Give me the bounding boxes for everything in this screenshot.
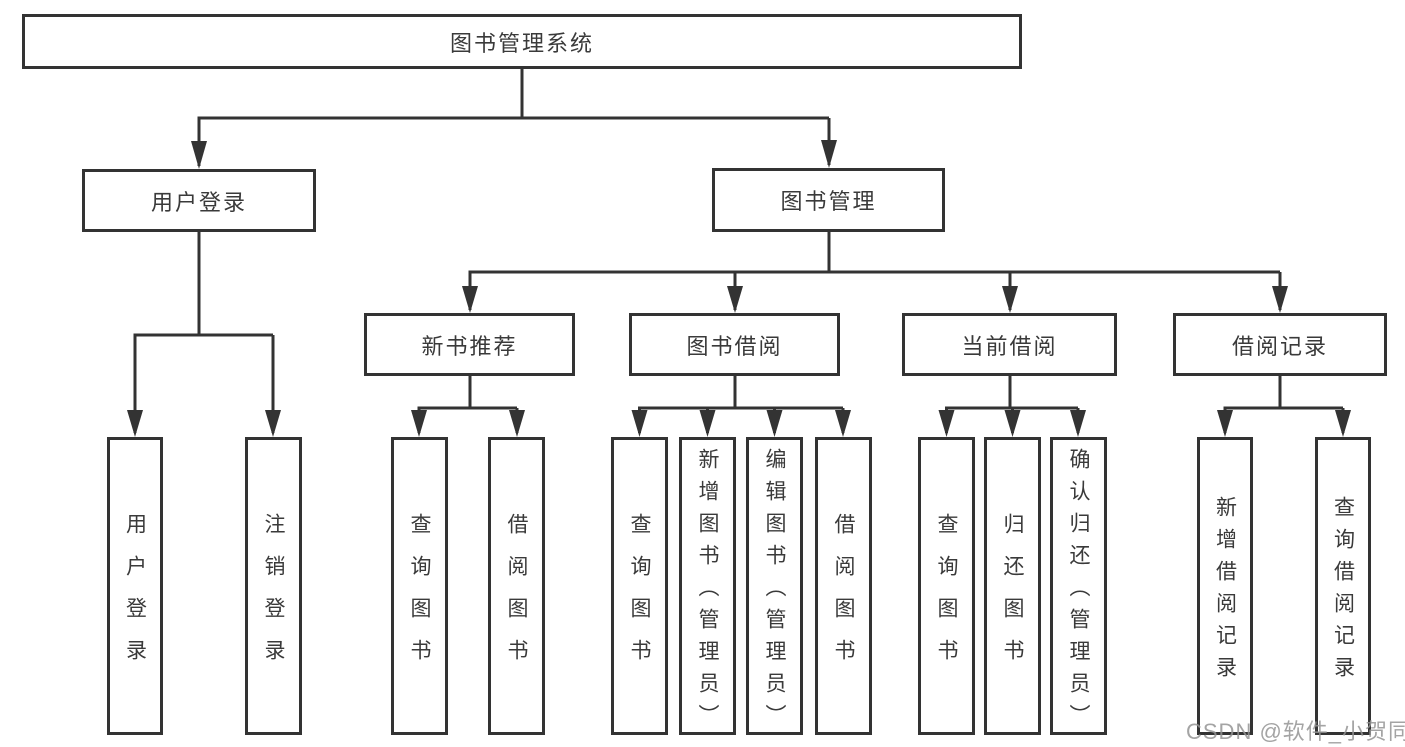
arrowhead bbox=[1004, 410, 1021, 437]
leaf-query-books-recommend: 查询图书 bbox=[391, 437, 448, 735]
leaf-add-borrow-record: 新增借阅记录 bbox=[1197, 437, 1253, 735]
arrowhead bbox=[938, 410, 955, 437]
node-borrow-records: 借阅记录 bbox=[1173, 313, 1387, 376]
leaf-label: 新增图书（管理员） bbox=[696, 447, 719, 736]
arrowhead bbox=[1272, 286, 1288, 313]
connector-borrow-records bbox=[1223, 375, 1345, 433]
arrowhead bbox=[191, 141, 207, 169]
leaf-borrow-books: 借阅图书 bbox=[815, 437, 872, 735]
arrowhead bbox=[1335, 410, 1351, 437]
node-user-login: 用户登录 bbox=[82, 169, 316, 232]
leaf-confirm-return-admin: 确认归还（管理员） bbox=[1050, 437, 1107, 736]
leaf-user-login: 用户登录 bbox=[107, 437, 163, 735]
watermark: CSDN @软件_小贺同学 bbox=[1186, 719, 1405, 744]
arrowhead bbox=[1217, 410, 1233, 437]
leaf-label: 用户登录 bbox=[123, 512, 147, 681]
leaf-label: 确认归还（管理员） bbox=[1067, 447, 1090, 736]
leaf-label: 借阅图书 bbox=[505, 512, 528, 681]
leaf-label: 编辑图书（管理员） bbox=[763, 447, 786, 736]
leaf-logout: 注销登录 bbox=[245, 437, 302, 735]
connector-user-login bbox=[133, 231, 275, 433]
leaf-return-book: 归还图书 bbox=[984, 437, 1041, 735]
leaf-query-borrow-record: 查询借阅记录 bbox=[1315, 437, 1371, 735]
leaf-add-book-admin: 新增图书（管理员） bbox=[679, 437, 736, 736]
node-book-management: 图书管理 bbox=[712, 168, 945, 232]
arrowhead bbox=[727, 286, 743, 313]
leaf-query-books-borrow: 查询图书 bbox=[611, 437, 668, 735]
arrowhead bbox=[509, 410, 525, 437]
arrowhead bbox=[766, 410, 783, 437]
connector-root bbox=[197, 68, 831, 166]
leaf-label: 新增借阅记录 bbox=[1213, 495, 1237, 688]
arrowhead bbox=[265, 410, 281, 437]
arrowhead bbox=[821, 140, 837, 168]
arrowheads bbox=[127, 140, 1351, 437]
leaf-query-books-current: 查询图书 bbox=[918, 437, 975, 735]
connector-book-management bbox=[468, 231, 1282, 310]
arrowhead bbox=[631, 410, 648, 437]
arrowhead bbox=[462, 286, 478, 313]
leaf-borrow-books-recommend: 借阅图书 bbox=[488, 437, 545, 735]
leaf-label: 查询借阅记录 bbox=[1331, 495, 1355, 688]
arrowhead bbox=[1070, 410, 1086, 437]
arrowhead bbox=[1002, 286, 1018, 313]
node-library-system: 图书管理系统 bbox=[22, 14, 1022, 69]
node-current-borrow: 当前借阅 bbox=[902, 313, 1117, 376]
arrowhead bbox=[127, 410, 143, 437]
leaf-label: 查询图书 bbox=[628, 512, 651, 681]
leaf-label: 查询图书 bbox=[408, 512, 431, 681]
leaf-label: 归还图书 bbox=[1001, 512, 1024, 681]
node-new-book-recommend: 新书推荐 bbox=[364, 313, 575, 376]
arrowhead bbox=[835, 410, 851, 437]
arrowhead bbox=[411, 410, 427, 437]
leaf-edit-book-admin: 编辑图书（管理员） bbox=[746, 437, 803, 736]
leaf-label: 注销登录 bbox=[262, 512, 285, 681]
arrowhead bbox=[699, 410, 716, 437]
node-book-borrow: 图书借阅 bbox=[629, 313, 840, 376]
leaf-label: 查询图书 bbox=[935, 512, 958, 681]
connector-book-borrow bbox=[638, 375, 845, 433]
connector-new-book bbox=[417, 375, 519, 433]
leaf-label: 借阅图书 bbox=[832, 512, 855, 681]
